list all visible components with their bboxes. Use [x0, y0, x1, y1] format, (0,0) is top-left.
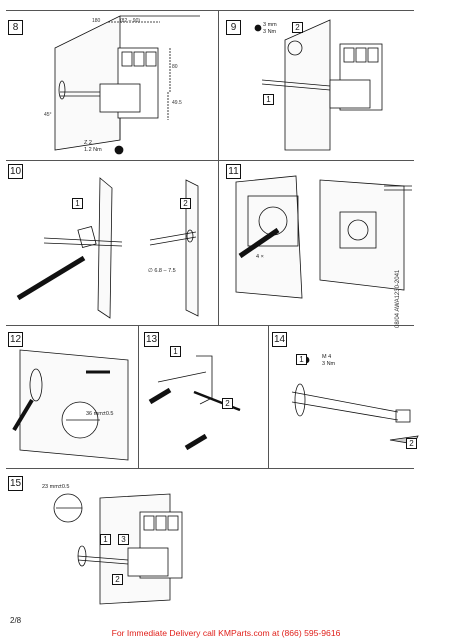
page-number: 2/8 — [10, 616, 22, 625]
footer-link[interactable]: For Immediate Delivery call KMParts.com … — [111, 628, 341, 638]
step-9-number: 9 — [226, 20, 241, 35]
step-14-number: 14 — [272, 332, 287, 347]
step-9-sub-1: 1 — [263, 94, 274, 105]
step-12-number: 12 — [8, 332, 23, 347]
step-8-angle: 45° — [44, 112, 52, 118]
step-10-diameter: ∅ 6.8 – 7.5 — [148, 268, 176, 274]
step-9-mm: 3 mm — [263, 22, 277, 28]
step-15-sub-1: 1 — [100, 534, 111, 545]
row-rule-2 — [6, 325, 414, 326]
col-rule-c — [138, 325, 139, 468]
row-rule-1 — [6, 160, 414, 161]
step-13-number: 13 — [144, 332, 159, 347]
col-rule-a — [218, 10, 219, 160]
step-8-number: 8 — [8, 20, 23, 35]
step-14-sub-1: 1 — [296, 354, 307, 365]
top-rule — [6, 10, 414, 11]
step-11-count: 4 × — [256, 254, 264, 260]
step-13-sub-1: 1 — [170, 346, 181, 357]
step-10-number: 10 — [8, 164, 23, 179]
step-15-sub-2: 2 — [112, 574, 123, 585]
step-8-dim-d: 49.5 — [172, 100, 182, 106]
col-rule-b — [218, 160, 219, 325]
step-12-dim: 36 mm±0.5 — [86, 411, 114, 417]
step-14-sub-2: 2 — [406, 438, 417, 449]
row-rule-3 — [6, 468, 414, 469]
step-13-sub-2: 2 — [222, 398, 233, 409]
step-8-dim-a: 180 — [92, 18, 101, 24]
step-14-screw: M 4 — [322, 354, 332, 360]
step-8-torque-value: 1.2 Nm — [84, 147, 102, 153]
step-10-sub-2: 2 — [180, 198, 191, 209]
step-9-nm: 3 Nm — [263, 29, 277, 35]
step-8-torque-label: Z 2 — [84, 140, 92, 146]
step-11-number: 11 — [226, 164, 241, 179]
step-15-number: 15 — [8, 476, 23, 491]
step-10-sub-1: 1 — [72, 198, 83, 209]
col-rule-d — [268, 325, 269, 468]
step-8-dim-b: (82 – 90) — [120, 18, 141, 24]
step-8-dim-c: 80 — [172, 64, 178, 70]
step-15-dim: 23 mm±0.5 — [42, 484, 70, 490]
step-14-torque: 3 Nm — [322, 361, 336, 367]
step-15-sub-3: 3 — [118, 534, 129, 545]
step-9-sub-2: 2 — [292, 22, 303, 33]
